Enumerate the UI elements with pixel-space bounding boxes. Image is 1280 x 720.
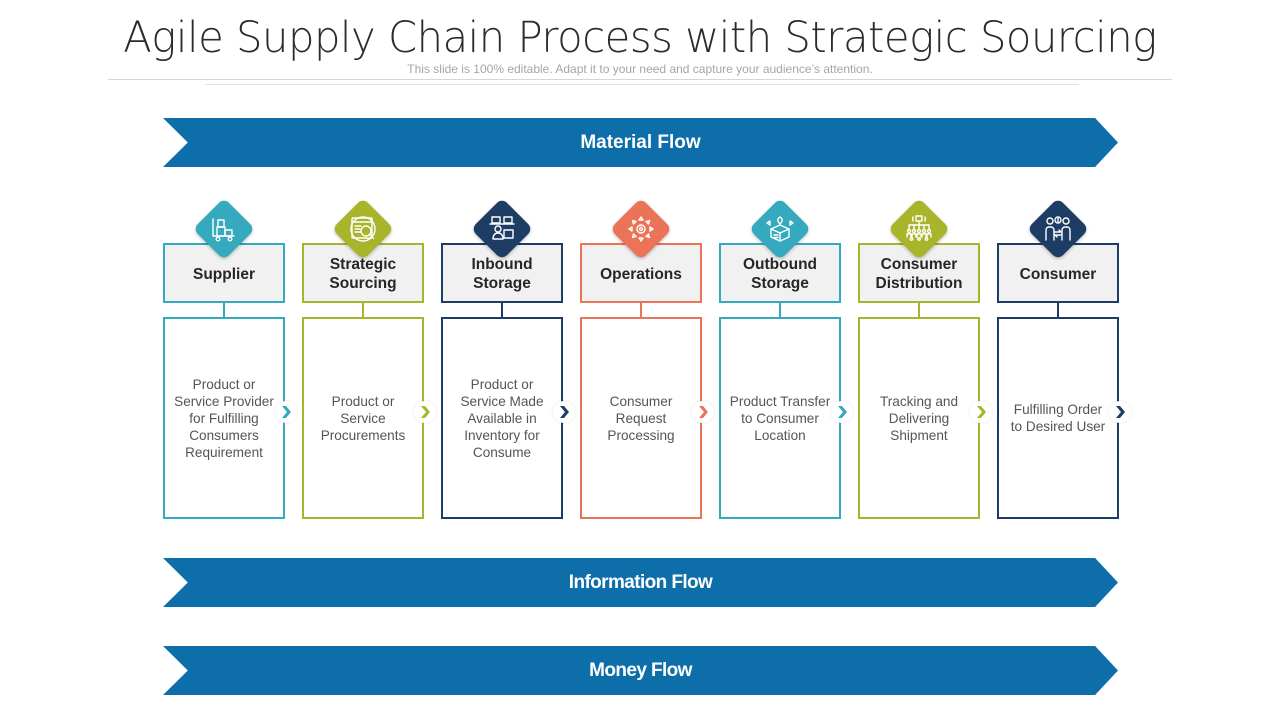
chevron-right-icon — [553, 401, 575, 423]
stage-connector — [1057, 303, 1059, 317]
title-divider — [108, 79, 1172, 80]
stage-description-box: Product or Service Procurements — [302, 317, 424, 519]
chevron-right-icon — [831, 401, 853, 423]
box-location-pin-icon — [766, 216, 794, 242]
information-flow-label: Information Flow — [568, 571, 713, 593]
money-flow-banner: Money Flow — [163, 646, 1118, 695]
material-flow-banner: Material Flow — [163, 118, 1118, 167]
stage-description-box: Consumer Request Processing — [580, 317, 702, 519]
process-stage-consumer: Consumer Fulfilling Order to Desired Use… — [997, 195, 1131, 519]
process-stage-operations: Operations Consumer Request Processing — [580, 195, 714, 519]
slide-title: Agile Supply Chain Process with Strategi… — [123, 13, 1157, 63]
material-flow-label: Material Flow — [580, 131, 701, 153]
chevron-right-icon — [275, 401, 297, 423]
stage-description: Product or Service Made Available in Inv… — [460, 376, 544, 460]
process-stage-outbound-storage: Outbound Storage Product Transfer to Con… — [719, 195, 853, 519]
stage-title: Supplier — [192, 265, 255, 283]
stage-description-box: Product or Service Provider for Fulfilli… — [163, 317, 285, 519]
stage-title: Inbound Storage — [471, 256, 533, 292]
stage-title: Outbound Storage — [742, 256, 818, 292]
stage-description: Tracking and Delivering Shipment — [879, 393, 959, 443]
stage-description-box: Tracking and Delivering Shipment — [858, 317, 980, 519]
stage-header: Outbound Storage — [719, 243, 841, 303]
process-stage-consumer-distribution: Consumer Distribution Tracking and Deliv… — [858, 195, 992, 519]
stage-connector — [362, 303, 364, 317]
stage-description: Product Transfer to Consumer Location — [729, 393, 831, 443]
stage-title: Consumer — [1019, 265, 1097, 283]
chevron-right-icon — [1109, 401, 1131, 423]
stage-title: Consumer Distribution — [875, 256, 963, 292]
people-exchange-icon — [1045, 216, 1071, 241]
stage-connector — [779, 303, 781, 317]
stage-description: Product or Service Procurements — [320, 393, 406, 443]
stage-description-box: Fulfilling Order to Desired User — [997, 317, 1119, 519]
stage-connector — [223, 303, 225, 317]
money-flow-label: Money Flow — [589, 659, 692, 681]
warehouse-worker-icon — [489, 216, 515, 240]
stage-title: Operations — [600, 265, 682, 283]
distribution-network-icon — [906, 215, 932, 241]
gear-arrows-icon — [628, 216, 654, 242]
stage-description: Fulfilling Order to Desired User — [1010, 402, 1106, 434]
browser-search-icon — [350, 216, 376, 242]
process-stage-inbound-storage: Inbound Storage Product or Service Made … — [441, 195, 575, 519]
stage-description: Product or Service Provider for Fulfilli… — [174, 376, 274, 460]
process-stage-supplier: Supplier Product or Service Provider for… — [163, 195, 297, 519]
stage-connector — [918, 303, 920, 317]
stage-title: Strategic Sourcing — [329, 256, 397, 292]
chevron-right-icon — [970, 401, 992, 423]
stage-description-box: Product Transfer to Consumer Location — [719, 317, 841, 519]
stage-connector — [501, 303, 503, 317]
title-divider-secondary — [205, 84, 1079, 85]
stage-description: Consumer Request Processing — [607, 393, 675, 443]
slide-subtitle: This slide is 100% editable. Adapt it to… — [407, 62, 873, 76]
information-flow-banner: Information Flow — [163, 558, 1118, 607]
stage-description-box: Product or Service Made Available in Inv… — [441, 317, 563, 519]
chevron-right-icon — [692, 401, 714, 423]
stage-connector — [640, 303, 642, 317]
trolley-boxes-icon — [212, 218, 235, 242]
chevron-right-icon — [414, 401, 436, 423]
process-stage-strategic-sourcing: Strategic Sourcing Product or Service Pr… — [302, 195, 436, 519]
